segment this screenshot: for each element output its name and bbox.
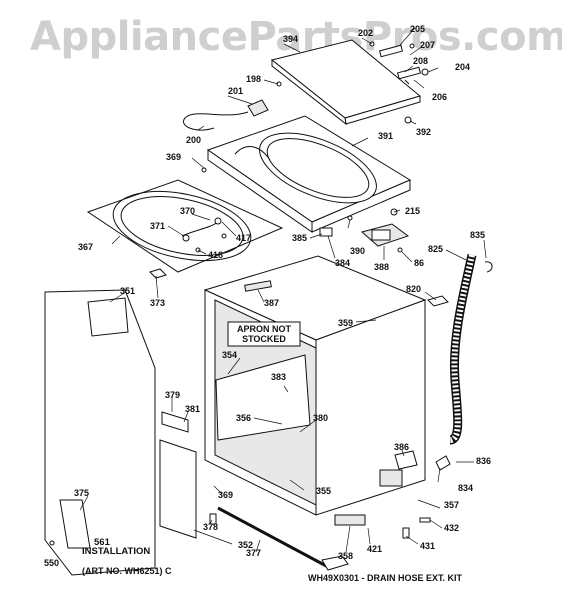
label-381: 381 bbox=[185, 404, 200, 414]
label-355: 355 bbox=[316, 486, 331, 496]
label-356: 356 bbox=[236, 413, 251, 423]
rail-377 bbox=[217, 506, 331, 570]
label-198: 198 bbox=[246, 74, 261, 84]
label-550: 550 bbox=[44, 558, 59, 568]
label-383: 383 bbox=[271, 372, 286, 382]
label-820: 820 bbox=[406, 284, 421, 294]
clip-373 bbox=[149, 268, 167, 279]
screw-392 bbox=[404, 116, 412, 124]
drain-hose-825 bbox=[448, 254, 477, 445]
label-369-bottom: 369 bbox=[218, 490, 233, 500]
label-431: 431 bbox=[420, 541, 435, 551]
panel-352 bbox=[159, 439, 197, 539]
strip-379 bbox=[161, 411, 189, 433]
label-352: 352 bbox=[238, 540, 253, 550]
label-205: 205 bbox=[410, 24, 425, 34]
art-number: (ART NO. WH6251) C bbox=[82, 566, 172, 576]
part-labels: 394 202 205 207 208 204 206 198 201 200 … bbox=[44, 24, 491, 583]
label-825: 825 bbox=[428, 244, 443, 254]
label-354: 354 bbox=[222, 350, 237, 360]
part-432 bbox=[419, 517, 431, 523]
label-369-top: 369 bbox=[166, 152, 181, 162]
label-373: 373 bbox=[150, 298, 165, 308]
screw-369-top bbox=[201, 167, 207, 173]
part-834 bbox=[435, 455, 451, 471]
label-207: 207 bbox=[420, 40, 435, 50]
label-386: 386 bbox=[394, 442, 409, 452]
bracket-388 bbox=[319, 208, 410, 253]
label-394: 394 bbox=[283, 34, 298, 44]
label-377: 377 bbox=[246, 548, 261, 558]
label-86: 86 bbox=[414, 258, 424, 268]
installation-label: INSTALLATION bbox=[82, 546, 150, 557]
drain-hose-kit-note: WH49X0301 - DRAIN HOSE EXT. KIT bbox=[308, 573, 463, 583]
installation-number: 561 bbox=[94, 537, 111, 548]
lid-switch-201 bbox=[182, 81, 282, 131]
label-208: 208 bbox=[413, 56, 428, 66]
label-391: 391 bbox=[378, 131, 393, 141]
part-378 bbox=[209, 513, 217, 525]
label-200: 200 bbox=[186, 135, 201, 145]
clamp-835 bbox=[484, 261, 493, 273]
label-418: 418 bbox=[208, 250, 223, 260]
installation-bag bbox=[59, 499, 91, 549]
panel-351 bbox=[87, 297, 129, 337]
screw-550 bbox=[49, 540, 55, 546]
label-375: 375 bbox=[74, 488, 89, 498]
label-417: 417 bbox=[236, 233, 251, 243]
label-387: 387 bbox=[264, 298, 279, 308]
label-834: 834 bbox=[458, 483, 473, 493]
label-388: 388 bbox=[374, 262, 389, 272]
apron-note-line1: APRON NOT bbox=[237, 324, 292, 334]
label-359: 359 bbox=[338, 318, 353, 328]
leader-lines bbox=[79, 27, 487, 553]
label-351: 351 bbox=[120, 286, 135, 296]
label-432: 432 bbox=[444, 523, 459, 533]
watermark: AppliancePartsPros.com bbox=[30, 14, 562, 60]
apron-note-line2: STOCKED bbox=[242, 334, 286, 344]
label-378: 378 bbox=[203, 522, 218, 532]
label-204: 204 bbox=[455, 62, 470, 72]
label-202: 202 bbox=[358, 28, 373, 38]
hinge-parts bbox=[369, 41, 429, 85]
label-358: 358 bbox=[338, 551, 353, 561]
label-421: 421 bbox=[367, 544, 382, 554]
apron-note-box: APRON NOT STOCKED bbox=[227, 321, 301, 347]
label-836: 836 bbox=[476, 456, 491, 466]
label-384: 384 bbox=[335, 258, 350, 268]
part-431 bbox=[402, 527, 410, 539]
lid-394 bbox=[270, 39, 422, 126]
clip-820 bbox=[427, 295, 449, 307]
label-367: 367 bbox=[78, 242, 93, 252]
label-215: 215 bbox=[405, 206, 420, 216]
label-370: 370 bbox=[180, 206, 195, 216]
top-cover-391 bbox=[206, 115, 412, 233]
cabinet bbox=[203, 255, 427, 526]
label-380: 380 bbox=[313, 413, 328, 423]
label-385: 385 bbox=[292, 233, 307, 243]
label-357: 357 bbox=[444, 500, 459, 510]
label-379: 379 bbox=[165, 390, 180, 400]
label-201: 201 bbox=[228, 86, 243, 96]
label-371: 371 bbox=[150, 221, 165, 231]
label-206: 206 bbox=[432, 92, 447, 102]
label-390: 390 bbox=[350, 246, 365, 256]
label-392: 392 bbox=[416, 127, 431, 137]
label-835: 835 bbox=[470, 230, 485, 240]
frame-367 bbox=[86, 179, 284, 273]
